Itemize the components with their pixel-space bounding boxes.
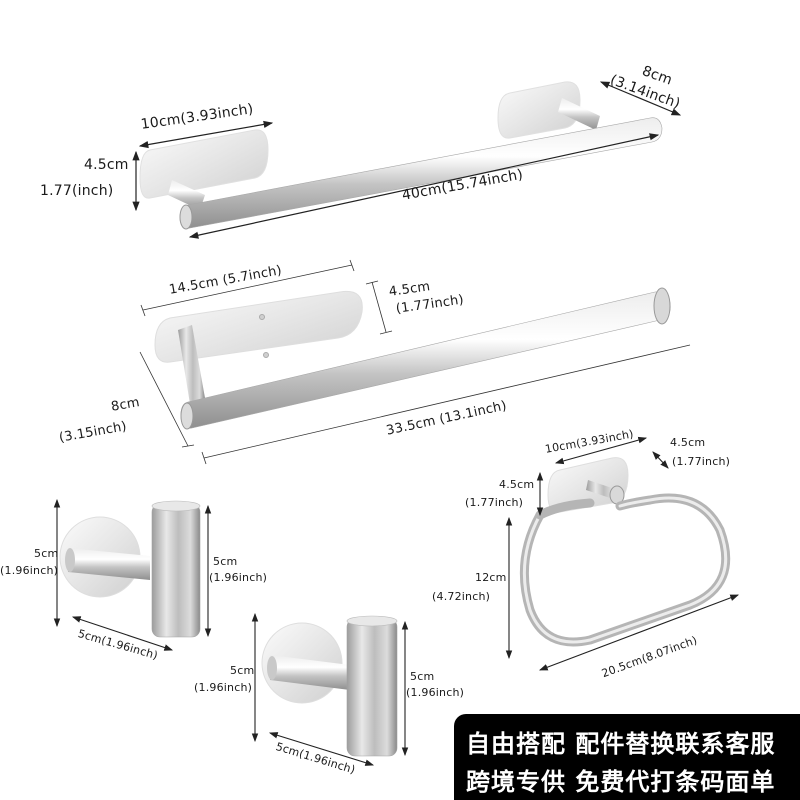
hook1-base-height-cm-label: 5cm: [34, 547, 59, 560]
towel-ring: [505, 436, 740, 671]
ring-height-cm-label: 12cm: [475, 571, 507, 584]
ring-depth-in-label: (1.77inch): [672, 455, 731, 468]
hook1-hook-height-in-label: (1.96inch): [209, 571, 268, 584]
robe-hook-1: [53, 498, 212, 651]
hook2-base-height-in-label: (1.96inch): [194, 681, 253, 694]
hook1-base-height-in-label: (1.96inch): [0, 564, 59, 577]
promo-banner-line-1: 自由搭配 配件替换联系客服: [466, 730, 776, 758]
towel-bar-base-height-in-label: 1.77(inch): [40, 183, 114, 199]
hook2-hook-height-in-label: (1.96inch): [406, 686, 465, 699]
promo-banner: 自由搭配 配件替换联系客服 跨境专供 免费代打条码面单: [454, 714, 800, 800]
hook1-hook-height-cm-label: 5cm: [213, 555, 238, 568]
towel-bar-base-height-cm-label: 4.5cm: [84, 157, 129, 173]
ring-base-height-cm-label: 4.5cm: [499, 478, 535, 491]
towel-bar-long: [132, 81, 682, 239]
hook2-hook-height-cm-label: 5cm: [410, 670, 435, 683]
ring-depth-cm-label: 4.5cm: [670, 436, 706, 449]
hook2-base-height-cm-label: 5cm: [230, 664, 255, 677]
robe-hook-2: [251, 612, 409, 766]
ring-height-in-label: (4.72inch): [432, 590, 491, 603]
ring-base-height-in-label: (1.77inch): [465, 496, 524, 509]
paper-towel-holder: [139, 259, 691, 465]
promo-banner-line-2: 跨境专供 免费代打条码面单: [466, 768, 776, 796]
